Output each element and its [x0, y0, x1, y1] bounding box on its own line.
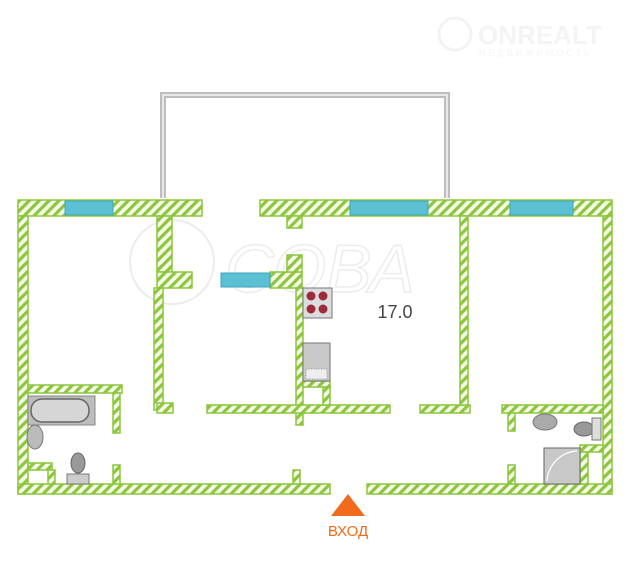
- window: [349, 200, 429, 216]
- room-area-label: 17.0: [377, 302, 412, 322]
- walls: [17, 199, 613, 495]
- kitchen-sink-icon: [302, 342, 331, 382]
- logo-subtitle: НЕДВИЖИМОСТЬ: [479, 48, 593, 58]
- bathtub-icon: [27, 395, 96, 426]
- shower-icon: [543, 447, 581, 485]
- entrance-arrow-icon: [331, 494, 365, 516]
- balcony: [160, 92, 450, 198]
- toilet-icon: [573, 417, 602, 441]
- logo-house-icon: [437, 16, 473, 52]
- windows: [64, 200, 574, 288]
- logo: ONREALT НЕДВИЖИМОСТЬ: [437, 16, 602, 58]
- window: [64, 200, 114, 216]
- logo-name: ONREALT: [478, 20, 602, 50]
- window: [509, 200, 574, 216]
- window: [220, 272, 271, 288]
- sink-icon: [532, 413, 558, 431]
- stove-icon: [302, 287, 333, 319]
- sink-icon: [26, 424, 44, 450]
- toilet-icon: [66, 452, 90, 485]
- entrance-label: ВХОД: [328, 523, 368, 540]
